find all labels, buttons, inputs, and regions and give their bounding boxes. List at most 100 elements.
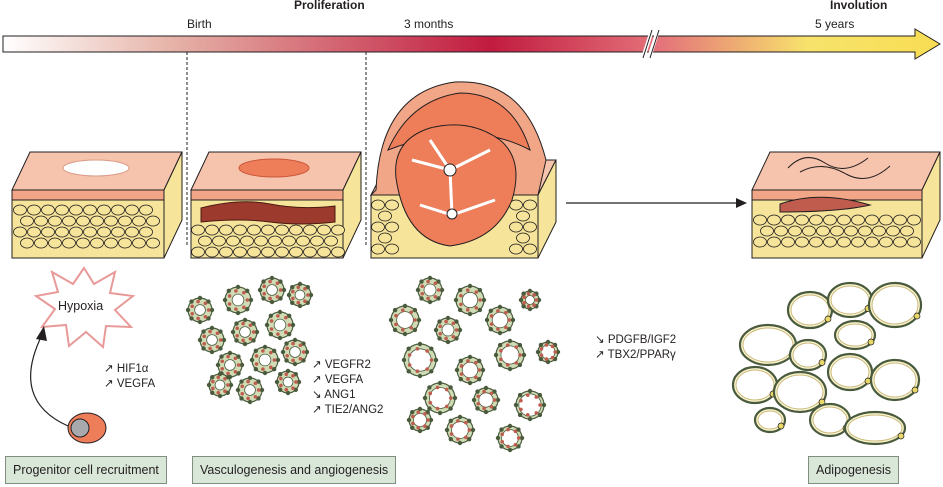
- pericyte: [429, 369, 434, 374]
- fat-cell: [27, 204, 41, 216]
- pericyte: [290, 285, 295, 290]
- pericyte: [517, 362, 523, 368]
- pericyte: [538, 342, 544, 348]
- endothelial-nucleus: [464, 435, 468, 440]
- pericyte: [448, 406, 453, 411]
- pericyte: [518, 297, 524, 303]
- endothelial-nucleus: [196, 299, 200, 304]
- endothelial-nucleus: [496, 327, 500, 331]
- endothelial-nucleus: [474, 375, 478, 380]
- fat-cell: [865, 236, 879, 248]
- endothelial-nucleus: [256, 388, 261, 392]
- fat-cell: [83, 226, 97, 238]
- endothelial-nucleus: [466, 377, 470, 381]
- tumor-mass: [395, 124, 517, 247]
- adipocyte-nucleus: [824, 315, 832, 323]
- pericyte: [467, 283, 473, 289]
- pericyte: [417, 428, 423, 434]
- endothelial-nucleus: [423, 412, 427, 416]
- fat-cell: [34, 215, 48, 227]
- fat-cell: [900, 225, 914, 237]
- pericyte: [445, 339, 451, 345]
- pericyte: [277, 309, 283, 315]
- pericyte: [225, 390, 230, 395]
- pericyte: [488, 326, 494, 332]
- endothelial-nucleus: [534, 395, 539, 399]
- vessel-lumen: [294, 289, 306, 301]
- endothelial-nucleus: [215, 344, 220, 349]
- pericyte: [290, 300, 295, 305]
- lipid-droplet: [735, 369, 775, 401]
- pericyte: [457, 414, 463, 420]
- lipid-droplet: [847, 414, 903, 442]
- pericyte: [475, 406, 480, 411]
- fat-cell: [289, 246, 303, 258]
- pericyte: [253, 366, 259, 372]
- endothelial-nucleus: [519, 398, 523, 403]
- fat-cell: [226, 235, 240, 247]
- fat-cell: [767, 214, 781, 226]
- endothelial-nucleus: [426, 418, 430, 422]
- pericyte: [268, 313, 274, 319]
- pericyte: [209, 307, 215, 313]
- phase-label-proliferation: Proliferation: [294, 0, 365, 12]
- pericyte: [286, 292, 292, 298]
- endothelial-nucleus: [449, 432, 454, 436]
- lipid-droplet: [790, 294, 830, 326]
- endothelial-nucleus: [394, 322, 398, 327]
- pericyte: [517, 342, 523, 348]
- fat-cell: [837, 214, 851, 226]
- endothelial-nucleus: [544, 343, 549, 347]
- endothelial-nucleus: [220, 366, 225, 371]
- fat-cell: [13, 204, 27, 216]
- pericyte: [293, 387, 298, 392]
- endothelial-nucleus: [478, 298, 482, 302]
- endothelial-nucleus: [235, 326, 240, 331]
- pericyte: [269, 299, 275, 305]
- fat-cell: [809, 214, 823, 226]
- vessel-lumen: [441, 323, 455, 337]
- endothelial-nucleus: [433, 294, 438, 299]
- pericyte: [410, 425, 415, 430]
- endothelial-nucleus: [298, 343, 303, 348]
- fat-cell: [781, 214, 795, 226]
- endothelial-nucleus: [206, 308, 211, 312]
- endothelial-nucleus: [526, 304, 531, 309]
- endothelial-nucleus: [474, 360, 478, 365]
- fat-cell: [774, 225, 788, 237]
- fat-cell: [34, 237, 48, 249]
- adipocyte-nucleus: [867, 338, 875, 346]
- pericyte: [292, 337, 298, 343]
- endothelial-nucleus: [514, 345, 519, 349]
- fat-cell: [296, 235, 310, 247]
- pericyte: [483, 409, 489, 415]
- pericyte: [436, 296, 441, 301]
- residual-fibrofatty: [787, 157, 891, 179]
- pericyte: [417, 406, 423, 412]
- fat-cell: [907, 236, 921, 248]
- fat-cell: [261, 224, 275, 236]
- endothelial-nucleus: [465, 288, 470, 292]
- pericyte: [226, 288, 232, 294]
- vessel-lumen: [423, 283, 437, 297]
- lipid-droplet: [871, 285, 919, 325]
- adipocyte-nucleus: [913, 312, 921, 320]
- endothelial-nucleus: [411, 421, 415, 426]
- endothelial-nucleus: [436, 288, 441, 292]
- fat-cell: [125, 204, 139, 216]
- endothelial-nucleus: [505, 343, 510, 347]
- pericyte: [239, 396, 244, 401]
- marker-item: ↗ VEGFA: [104, 378, 156, 390]
- lipid-droplet: [812, 406, 848, 434]
- pericyte: [555, 349, 561, 355]
- pericyte: [516, 427, 521, 432]
- endothelial-nucleus: [459, 364, 464, 368]
- fat-cell: [331, 224, 345, 236]
- endothelial-nucleus: [285, 353, 290, 358]
- fat-cell: [767, 236, 781, 248]
- vessel-lumen: [491, 311, 509, 329]
- pericyte: [259, 387, 265, 393]
- tick-label-five-years: 5 years: [815, 17, 855, 31]
- fat-cell: [816, 225, 830, 237]
